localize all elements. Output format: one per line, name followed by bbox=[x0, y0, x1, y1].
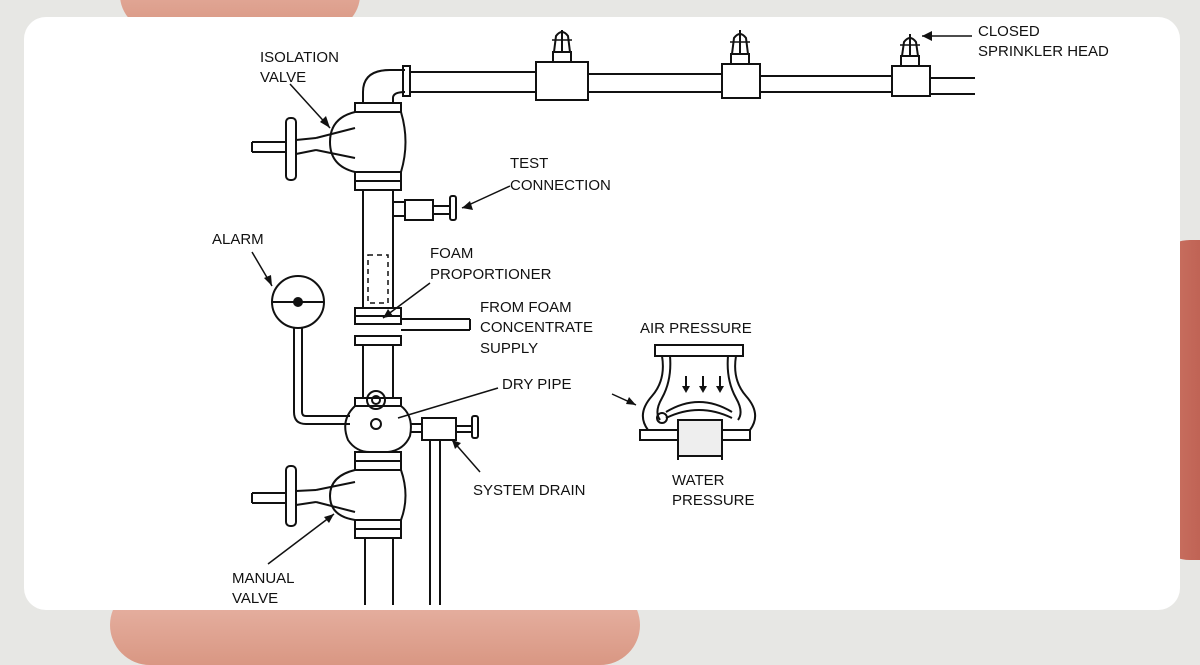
sprinkler-head bbox=[900, 34, 920, 67]
sprinkler-head bbox=[552, 30, 572, 63]
sprinkler-head bbox=[730, 30, 750, 65]
sprinkler-system-diagram: ISOLATION VALVE CLOSED SPRINKLER HEAD TE… bbox=[212, 23, 1109, 607]
riser-flanges bbox=[354, 102, 402, 539]
water-pressure-label: WATER PRESSURE bbox=[672, 472, 755, 509]
leader-arrowheads bbox=[264, 31, 932, 523]
dry-pipe-label: DRY PIPE bbox=[502, 376, 571, 393]
closed-sprinkler-head-label: CLOSED SPRINKLER HEAD bbox=[978, 23, 1109, 60]
system-drain-label: SYSTEM DRAIN bbox=[473, 482, 586, 499]
foam-proportioner-label: FOAM PROPORTIONER bbox=[430, 245, 552, 283]
leader-lines bbox=[251, 35, 972, 565]
air-pressure-label: AIR PRESSURE bbox=[640, 320, 752, 337]
foam-concentrate-pipe bbox=[401, 318, 471, 331]
manual-valve-label: MANUAL VALVE bbox=[232, 570, 298, 607]
riser-pipe bbox=[362, 190, 394, 605]
foam-concentrate-supply-label: FROM FOAM CONCENTRATE SUPPLY bbox=[480, 299, 597, 357]
test-connection-label: TEST CONNECTION bbox=[510, 155, 611, 194]
dry-pipe-valve-body bbox=[344, 390, 412, 453]
main-pipe bbox=[362, 61, 975, 103]
dry-pipe-valve-detail bbox=[639, 344, 757, 460]
isolation-valve-label: ISOLATION VALVE bbox=[260, 49, 343, 86]
air-pressure-arrows bbox=[682, 386, 724, 393]
diagram-card: ISOLATION VALVE CLOSED SPRINKLER HEAD TE… bbox=[24, 17, 1180, 610]
alarm-label: ALARM bbox=[212, 231, 264, 248]
manual-valve bbox=[251, 465, 407, 527]
isolation-valve bbox=[251, 111, 407, 181]
test-connection-valve bbox=[393, 195, 457, 221]
alarm-gong bbox=[271, 275, 350, 425]
system-drain-valve bbox=[410, 415, 479, 605]
